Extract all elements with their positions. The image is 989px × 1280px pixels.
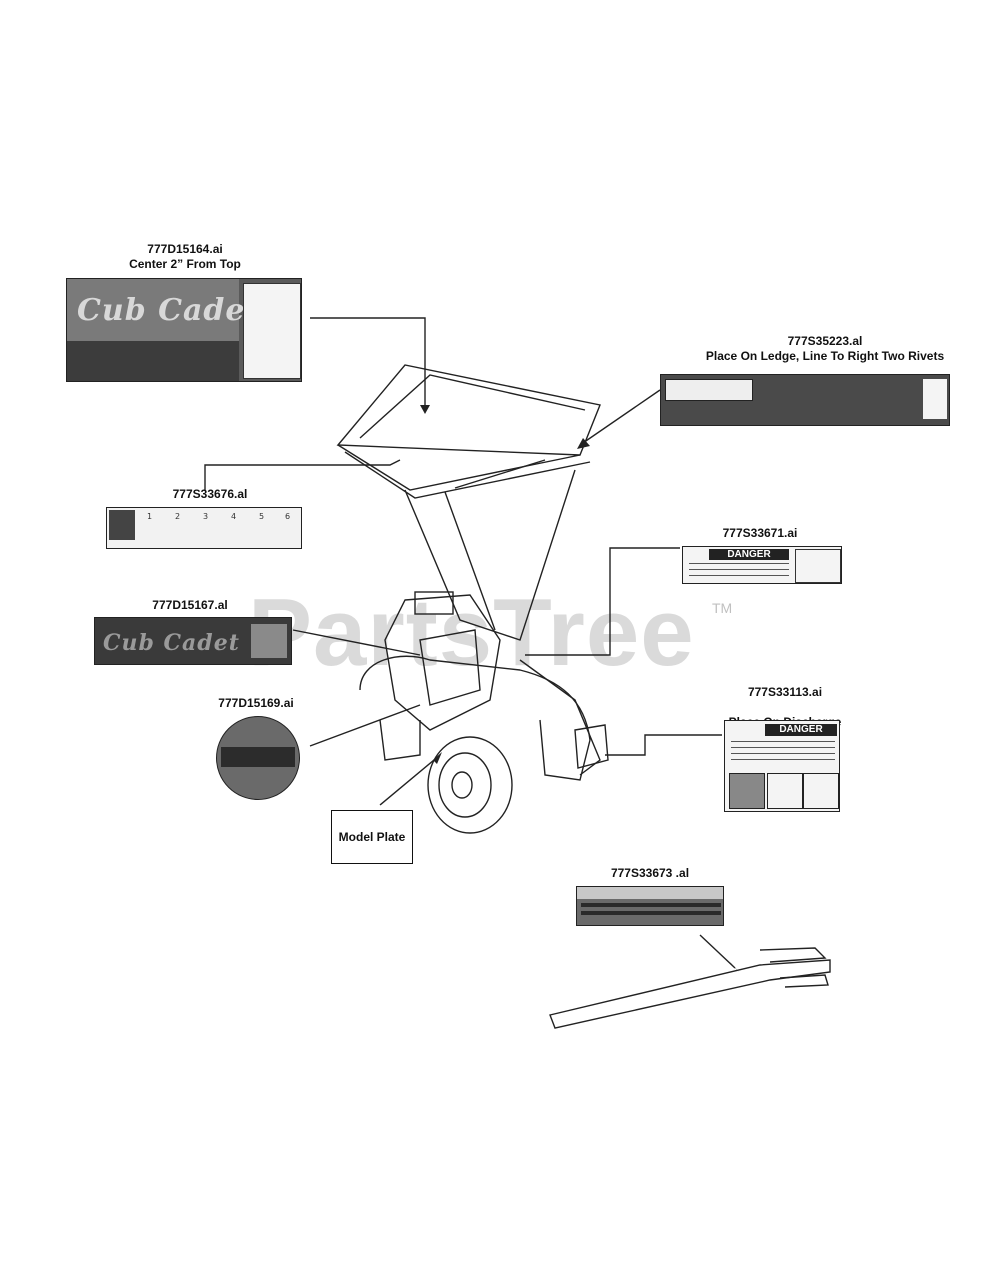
label-777s33671-caption: 777S33671.ai xyxy=(700,526,820,541)
label-777d15167-caption: 777D15167.al xyxy=(130,598,250,613)
leader-left-mid xyxy=(204,459,401,490)
model-plate-box: Model Plate xyxy=(331,810,413,864)
placement-note: Center 2” From Top xyxy=(129,257,241,271)
leader-model-plate xyxy=(379,754,441,806)
part-number: 777D15167.al xyxy=(152,598,228,612)
decal-777s33113: DANGER xyxy=(724,720,840,812)
decal-777s33673 xyxy=(576,886,724,926)
discharge-deflector xyxy=(574,724,609,769)
leader-bottom-right xyxy=(699,934,736,969)
step-4: 4 xyxy=(231,512,237,521)
housing xyxy=(359,655,591,781)
step-6: 6 xyxy=(285,512,291,521)
leader-left-logo xyxy=(292,629,421,656)
label-777s33676-caption: 777S33676.al xyxy=(150,487,270,502)
part-number: 777D15169.ai xyxy=(218,696,294,710)
decal-777d15169 xyxy=(216,716,300,800)
leader-top-left xyxy=(310,317,426,410)
danger-header: DANGER xyxy=(765,724,837,736)
part-number: 777S33671.ai xyxy=(722,526,798,540)
part-number: 777S35223.al xyxy=(787,334,863,348)
leader-left-round xyxy=(309,704,421,747)
watermark-tm: TM xyxy=(712,600,733,616)
logo-script: Cub Cadet xyxy=(103,630,240,656)
part-number: 777D15164.ai xyxy=(147,242,223,256)
leader-right-mid xyxy=(525,547,680,656)
step-2: 2 xyxy=(175,512,181,521)
leader-top-right xyxy=(579,389,661,446)
logo-script: Cub Cadet xyxy=(77,293,261,328)
chute xyxy=(404,469,576,641)
decal-777s33676: 1 2 3 4 5 6 xyxy=(106,507,302,549)
engine xyxy=(384,594,501,731)
step-5: 5 xyxy=(259,512,265,521)
danger-header: DANGER xyxy=(709,549,789,560)
wheel xyxy=(427,736,513,834)
part-number: 777S33676.al xyxy=(172,487,248,501)
decal-777d15167: Cub Cadet xyxy=(94,617,292,665)
label-777d15164-caption: 777D15164.ai Center 2” From Top xyxy=(90,242,280,272)
decal-777s35223 xyxy=(660,374,950,426)
placement-note: Place On Ledge, Line To Right Two Rivets xyxy=(705,349,945,363)
step-1: 1 xyxy=(147,512,153,521)
decal-777s33671: DANGER xyxy=(682,546,842,584)
leader-deflector xyxy=(605,734,722,756)
label-777s35223-caption: 777S35223.al Place On Ledge, Line To Rig… xyxy=(690,334,960,364)
part-number: 777S33673 .al xyxy=(610,866,690,880)
part-number: 777S33113.ai xyxy=(747,685,823,699)
decal-777d15164: Cub Cadet xyxy=(66,278,302,382)
hopper xyxy=(336,364,601,456)
step-3: 3 xyxy=(203,512,209,521)
label-777s33673-caption: 777S33673 .al xyxy=(590,866,710,881)
tool xyxy=(549,959,831,1029)
label-777d15169-caption: 777D15169.ai xyxy=(196,696,316,711)
